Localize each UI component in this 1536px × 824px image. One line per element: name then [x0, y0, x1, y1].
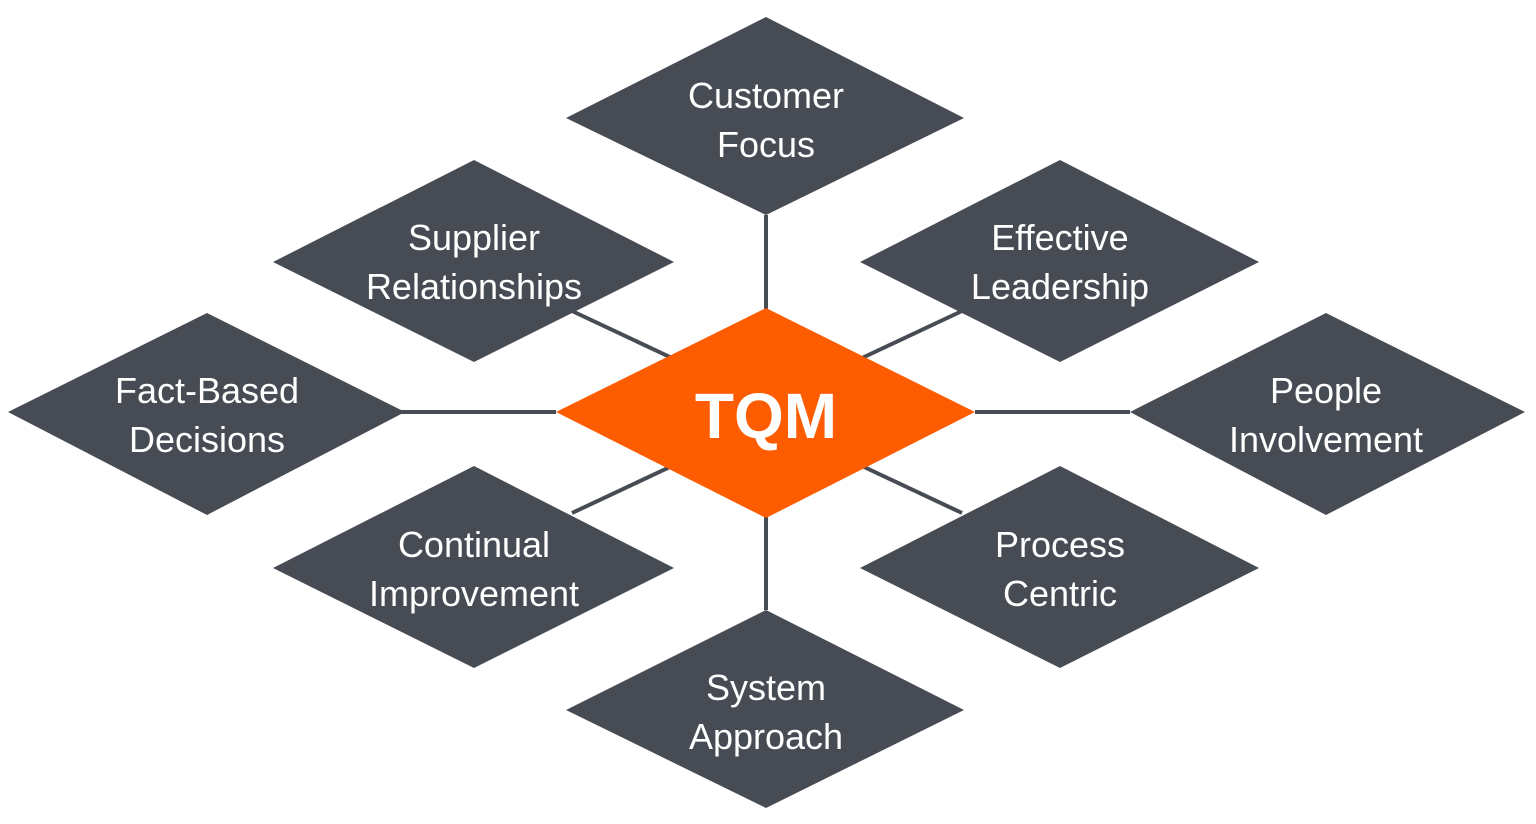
principle-people-involvement: People Involvement — [1130, 313, 1525, 515]
connectors — [400, 215, 1130, 610]
principle-label-line-1: Process — [995, 524, 1125, 565]
principle-label-line-1: Customer — [688, 75, 844, 116]
principle-label-line-1: People — [1270, 370, 1382, 411]
principle-label-line-2: Approach — [689, 716, 843, 757]
principle-label-line-2: Decisions — [129, 419, 285, 460]
principle-fact-based-decisions: Fact-Based Decisions — [8, 313, 405, 515]
connector-effective-leadership — [861, 309, 963, 360]
principle-system-approach: System Approach — [566, 610, 964, 808]
principle-process-centric: Process Centric — [860, 466, 1259, 668]
diamond-shape — [566, 610, 964, 808]
connector-continual-improvement — [571, 464, 673, 515]
principle-label-line-1: Fact-Based — [115, 370, 299, 411]
connector-process-centric — [861, 464, 963, 515]
diamond-shape — [8, 313, 405, 515]
principle-label-line-2: Centric — [1003, 573, 1117, 614]
principle-customer-focus: Customer Focus — [566, 17, 964, 215]
diamond-shape — [860, 160, 1259, 362]
center-tqm: TQM — [556, 308, 975, 518]
principle-effective-leadership: Effective Leadership — [860, 160, 1259, 362]
principle-continual-improvement: Continual Improvement — [273, 466, 674, 668]
diamond-shape — [273, 466, 674, 668]
principle-label-line-2: Improvement — [369, 573, 579, 614]
principle-label-line-2: Focus — [717, 124, 815, 165]
principle-label-line-2: Involvement — [1229, 419, 1423, 460]
diamond-shape — [860, 466, 1259, 668]
principle-label-line-2: Relationships — [366, 266, 582, 307]
center-diamond-shape — [556, 308, 975, 518]
diamond-shape — [566, 17, 964, 215]
connector-supplier-relationships — [571, 309, 673, 360]
principle-label-line-1: System — [706, 667, 826, 708]
diamond-shape — [1130, 313, 1525, 515]
diamond-shape — [273, 160, 674, 362]
center-label: TQM — [695, 380, 837, 452]
principle-label-line-1: Effective — [991, 217, 1128, 258]
principle-label-line-1: Continual — [398, 524, 550, 565]
principle-label-line-1: Supplier — [408, 217, 540, 258]
principle-label-line-2: Leadership — [971, 266, 1149, 307]
principle-supplier-relationships: Supplier Relationships — [273, 160, 674, 362]
